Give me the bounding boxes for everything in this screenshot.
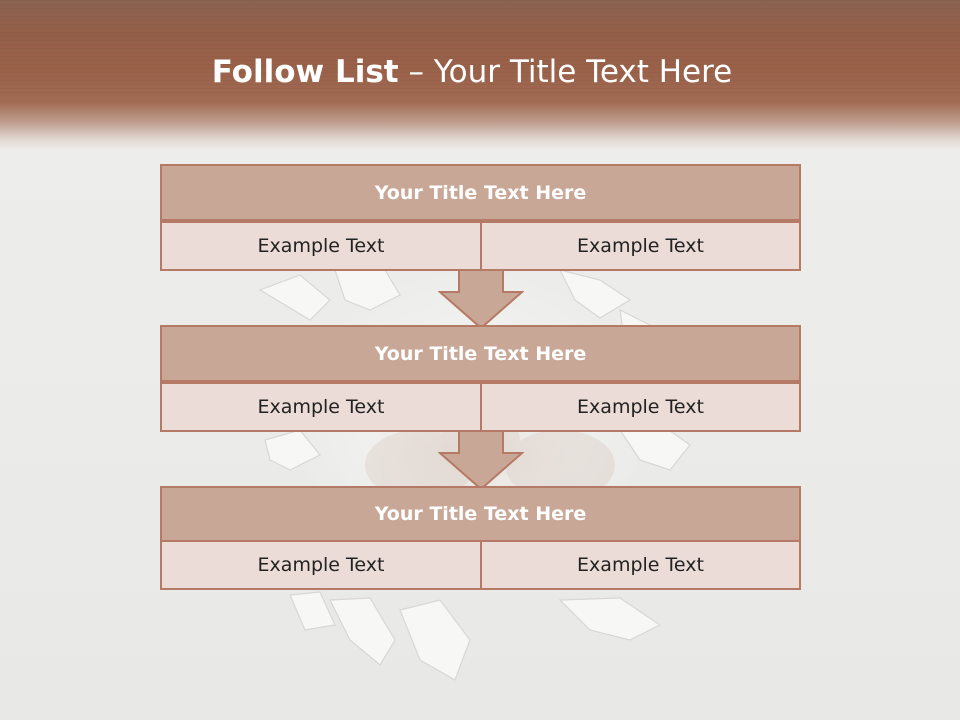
- header-band: [0, 0, 960, 150]
- down-arrow-icon: [438, 429, 524, 491]
- slide-title-rest: Your Title Text Here: [433, 54, 733, 90]
- block-cell-right: Example Text: [480, 540, 801, 590]
- block-cell-left: Example Text: [160, 382, 482, 432]
- block-cell-right: Example Text: [480, 382, 801, 432]
- slide-title-bold: Follow List: [211, 54, 399, 90]
- block-title: Your Title Text Here: [160, 325, 801, 382]
- down-arrow-icon: [438, 268, 524, 330]
- block-title: Your Title Text Here: [160, 486, 801, 542]
- slide-title-separator: –: [398, 54, 434, 90]
- slide-title: Follow List – Your Title Text Here: [0, 54, 944, 90]
- block-cell-right: Example Text: [480, 221, 801, 271]
- block-cell-left: Example Text: [160, 221, 482, 271]
- block-cell-left: Example Text: [160, 540, 482, 590]
- block-title: Your Title Text Here: [160, 164, 801, 221]
